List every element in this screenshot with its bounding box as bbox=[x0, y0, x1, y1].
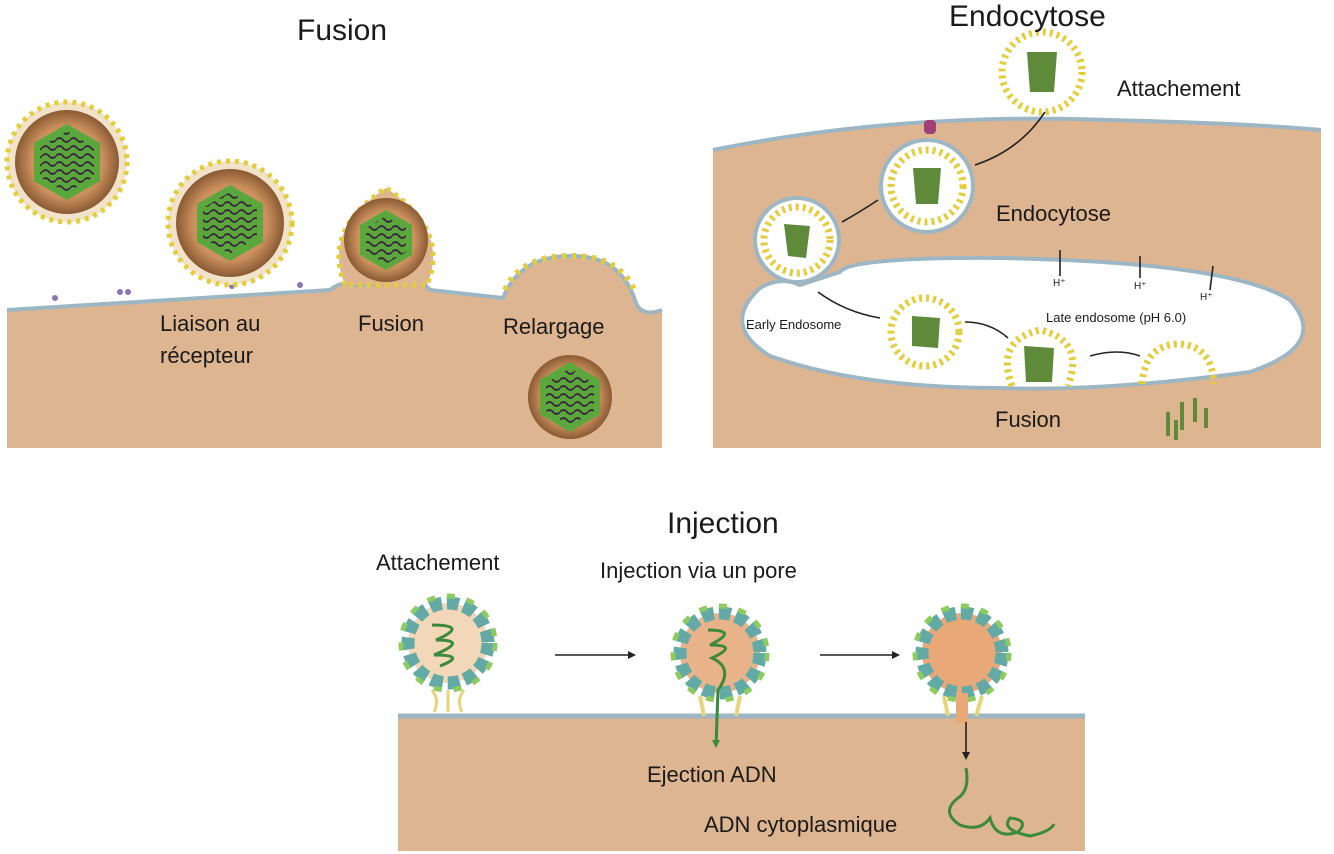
empty-capsid-icon bbox=[912, 603, 1012, 723]
enveloped-virion-icon bbox=[998, 28, 1086, 116]
binding-virion-icon bbox=[165, 158, 295, 288]
released-envelope-icon bbox=[1138, 340, 1218, 385]
binding-label-line2: récepteur bbox=[160, 343, 253, 368]
released-capsid-icon bbox=[528, 355, 612, 439]
enveloped-virion-icon bbox=[4, 99, 130, 225]
fusing-virion-icon bbox=[336, 185, 436, 288]
early-endosome-label: Early Endosome bbox=[746, 317, 842, 332]
fusion-step-label: Fusion bbox=[358, 311, 425, 336]
early-endosome-virion-icon bbox=[753, 196, 841, 284]
cytoplasmic-dna-icon bbox=[948, 767, 1056, 838]
attach-label: Attachement bbox=[1117, 76, 1241, 101]
endosome-compartment bbox=[740, 255, 1306, 391]
binding-label-line1: Liaison au bbox=[160, 311, 261, 336]
injecting-capsid-icon bbox=[670, 603, 770, 747]
envelope-spikes-icon bbox=[502, 252, 638, 294]
pore-label: Injection via un pore bbox=[600, 558, 797, 583]
late-endosome-label: Late endosome (pH 6.0) bbox=[1046, 310, 1187, 325]
ejection-label: Ejection ADN bbox=[647, 762, 777, 787]
phage-capsid-icon bbox=[398, 593, 498, 713]
endocytic-vesicle-icon bbox=[879, 138, 975, 234]
endosome-fusing-virion-icon bbox=[1003, 326, 1077, 388]
injection-title: Injection bbox=[667, 507, 779, 540]
endocytosis-panel bbox=[712, 28, 1322, 448]
endocytosis-title: Endocytose bbox=[949, 0, 1106, 33]
injection-attach-label: Attachement bbox=[376, 550, 500, 575]
fusion-panel bbox=[4, 99, 663, 448]
release-label: Relargage bbox=[503, 314, 605, 339]
endosome-virion-icon bbox=[887, 294, 963, 370]
injection-panel bbox=[398, 593, 1085, 851]
process-arrow bbox=[817, 111, 1214, 357]
capsid-fragments-icon bbox=[1166, 398, 1208, 440]
cyto-dna-label: ADN cytoplasmique bbox=[704, 812, 898, 837]
proton-label: H⁺ bbox=[1200, 292, 1213, 303]
fusion-title: Fusion bbox=[297, 14, 388, 47]
endocytosis-step-label: Endocytose bbox=[996, 201, 1111, 226]
proton-label: H⁺ bbox=[1053, 278, 1066, 289]
proton-label: H⁺ bbox=[1134, 281, 1147, 292]
receptor-icon bbox=[924, 120, 936, 134]
endosome-fusion-label: Fusion bbox=[995, 407, 1062, 432]
process-arrow bbox=[555, 651, 970, 760]
